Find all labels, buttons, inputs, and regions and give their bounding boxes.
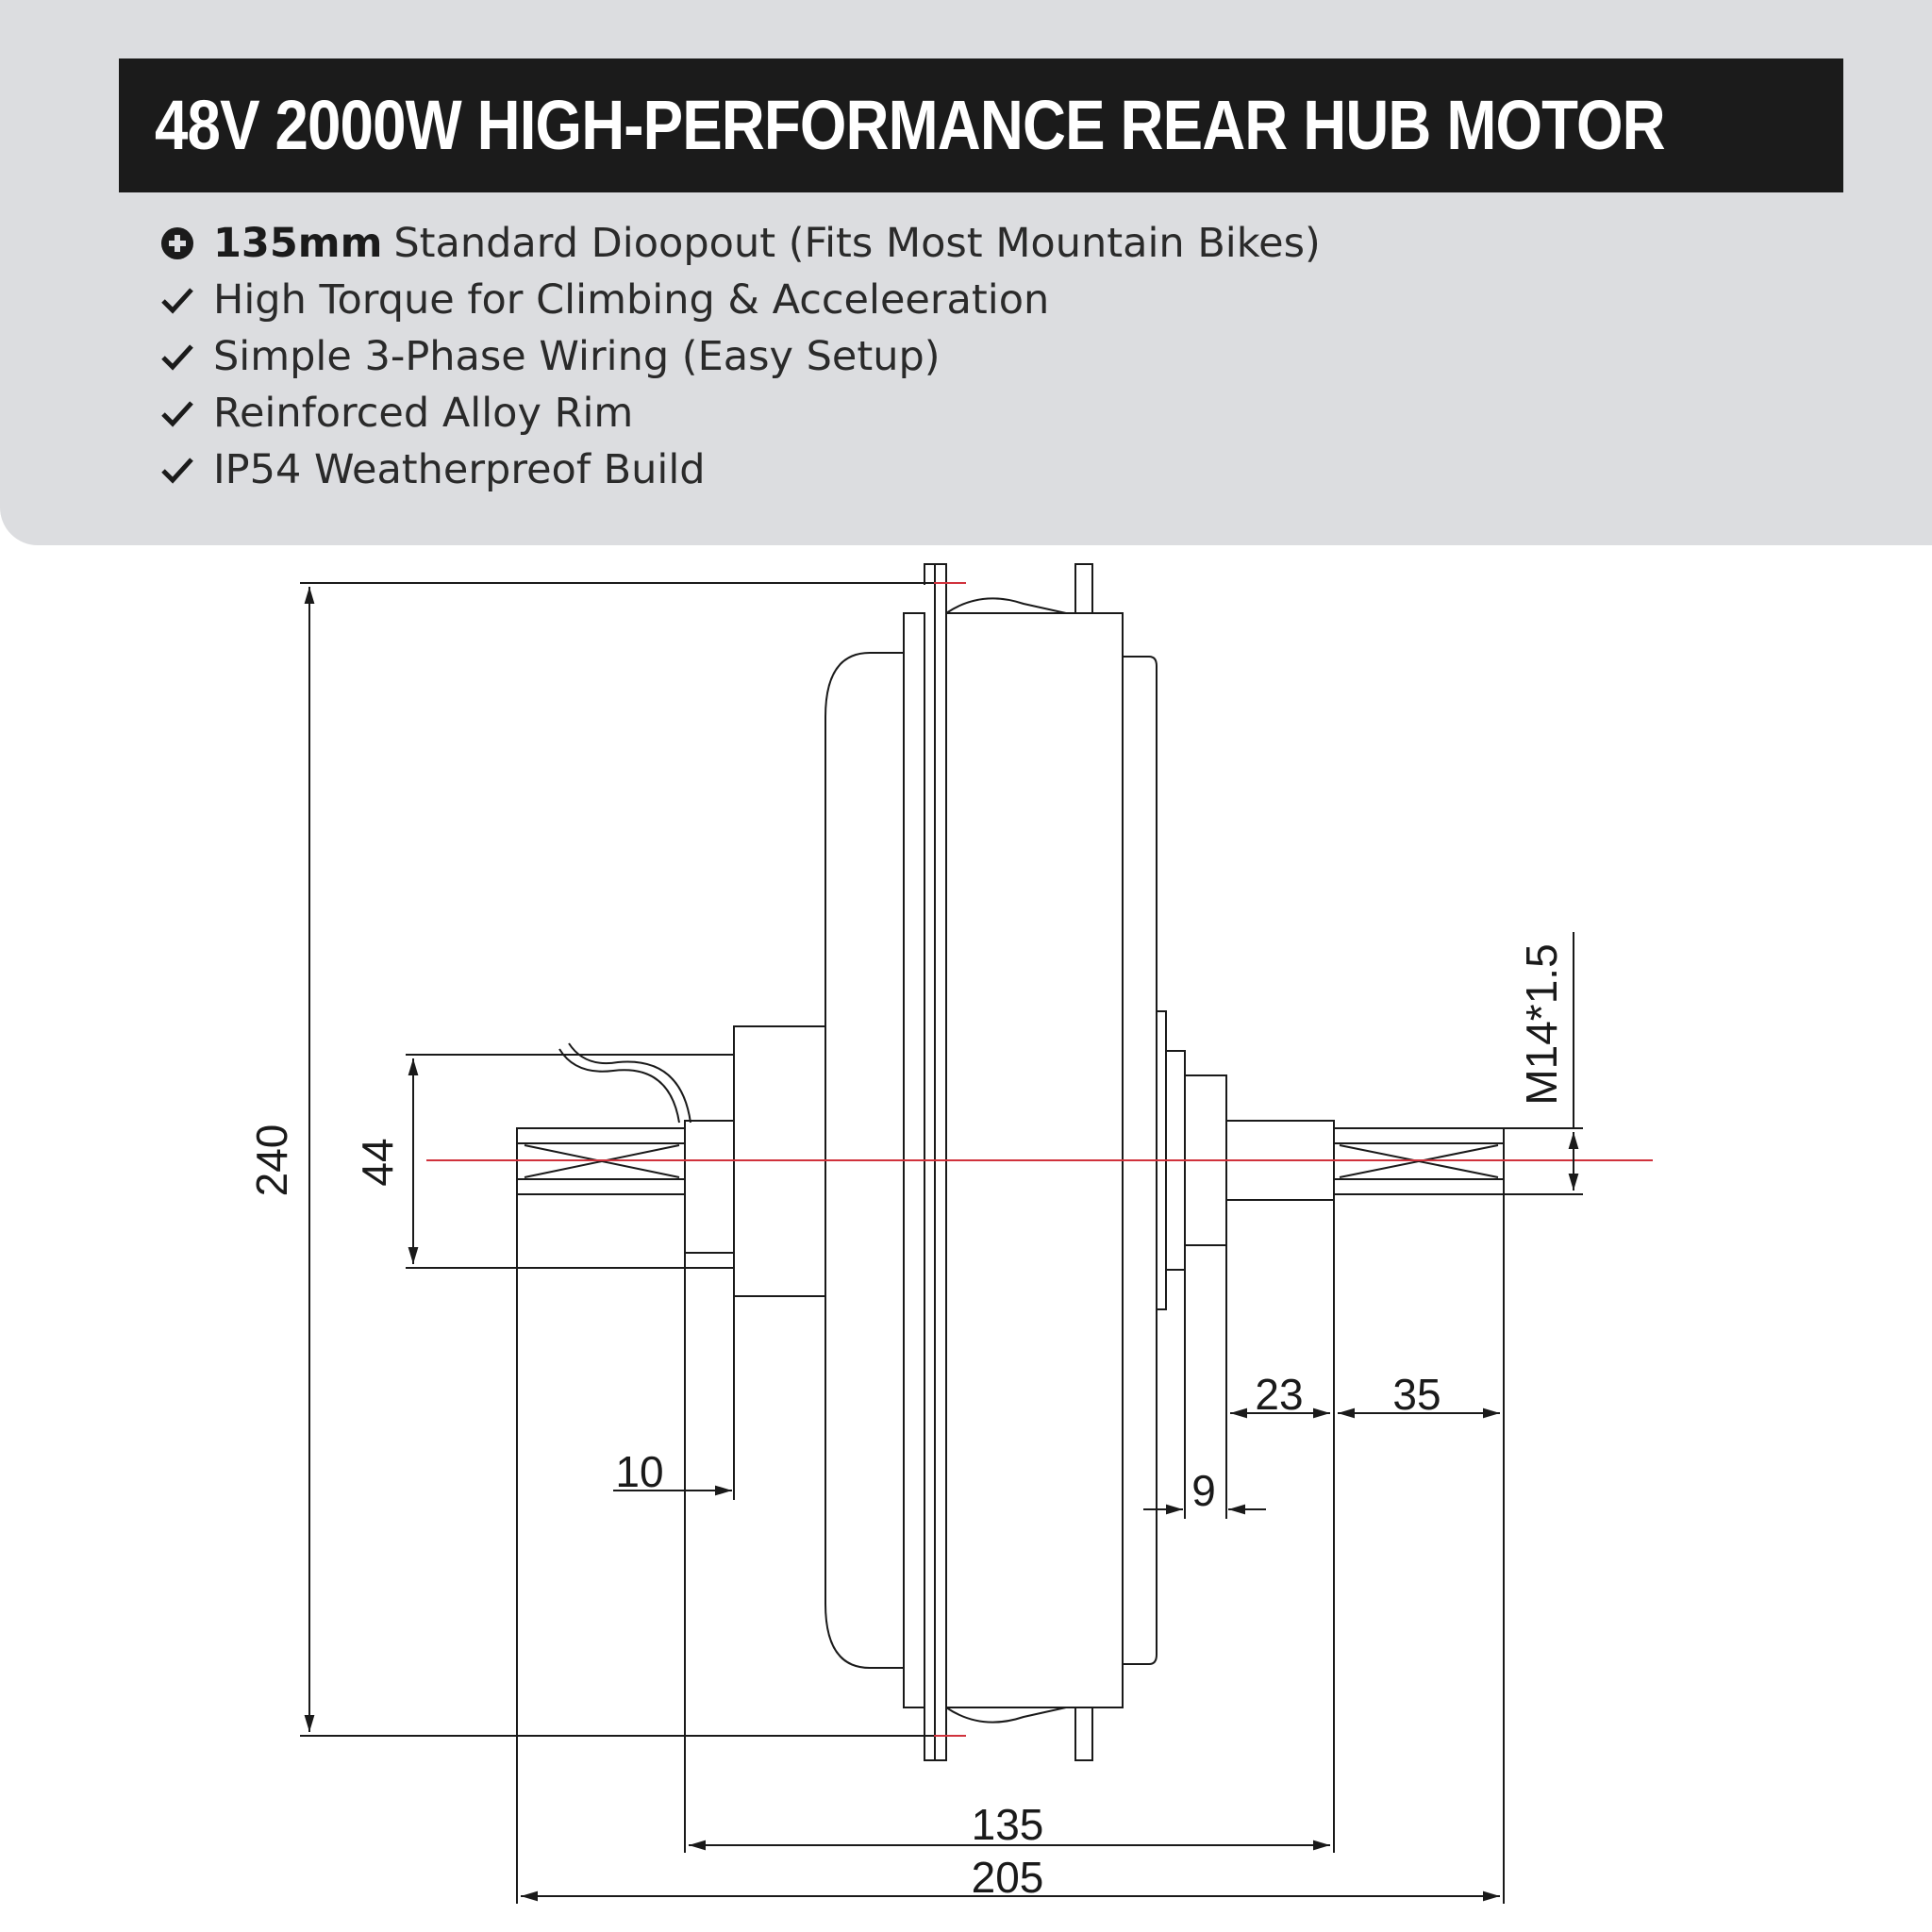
check-icon (161, 344, 193, 371)
feature-list: 135mm Standard Dioopout (Fits Most Mount… (158, 215, 1321, 498)
check-icon (161, 401, 193, 427)
feature-text: High Torque for Climbing & Acceleeration (213, 276, 1050, 324)
motor-outline (516, 563, 1505, 1761)
dim-overall-label: 205 (972, 1853, 1044, 1902)
plus-circle-icon (161, 227, 193, 259)
feature-highlight: 135mm (213, 220, 383, 267)
check-icon (161, 458, 193, 484)
feature-text: Reinforced Alloy Rim (213, 390, 634, 437)
feature-item: High Torque for Climbing & Acceleeration (158, 272, 1321, 328)
feature-item: Simple 3-Phase Wiring (Easy Setup) (158, 328, 1321, 385)
spoke-flange-bottom (945, 1707, 1093, 1761)
dim-dropout-label: 135 (972, 1800, 1044, 1849)
page-title: 48V 2000W HIGH-PERFORMANCE REAR HUB MOTO… (155, 86, 1666, 164)
left-axle-collar (684, 1120, 735, 1254)
centerlines (426, 582, 1653, 1737)
spoke-flange-top (945, 563, 1093, 614)
dimension-lines (300, 582, 1583, 1904)
feature-text: Simple 3-Phase Wiring (Easy Setup) (213, 333, 941, 380)
dim-10-label: 10 (615, 1447, 663, 1496)
dimension-labels: 240 44 M14*1.5 10 9 23 35 135 205 (247, 943, 1566, 1902)
dim-35-label: 35 (1392, 1370, 1441, 1419)
motor-cable (558, 1048, 680, 1124)
feature-item: IP54 Weatherpreof Build (158, 441, 1321, 498)
dim-thread-label: M14*1.5 (1517, 943, 1566, 1105)
feature-item: 135mm Standard Dioopout (Fits Most Mount… (158, 215, 1321, 272)
feature-item: Reinforced Alloy Rim (158, 385, 1321, 441)
title-bar: 48V 2000W HIGH-PERFORMANCE REAR HUB MOTO… (119, 58, 1843, 192)
dim-9-label: 9 (1191, 1466, 1216, 1515)
feature-text: IP54 Weatherpreof Build (213, 446, 706, 493)
header-panel: 48V 2000W HIGH-PERFORMANCE REAR HUB MOTO… (0, 0, 1932, 545)
hub-motor-technical-drawing: 240 44 M14*1.5 10 9 23 35 135 205 (247, 563, 1653, 1904)
feature-text: Standard Dioopout (Fits Most Mountain Bi… (393, 220, 1321, 267)
dim-flange-label: 44 (353, 1138, 402, 1186)
dim-23-label: 23 (1255, 1370, 1303, 1419)
check-icon (161, 288, 193, 314)
dim-height-label: 240 (247, 1124, 296, 1197)
